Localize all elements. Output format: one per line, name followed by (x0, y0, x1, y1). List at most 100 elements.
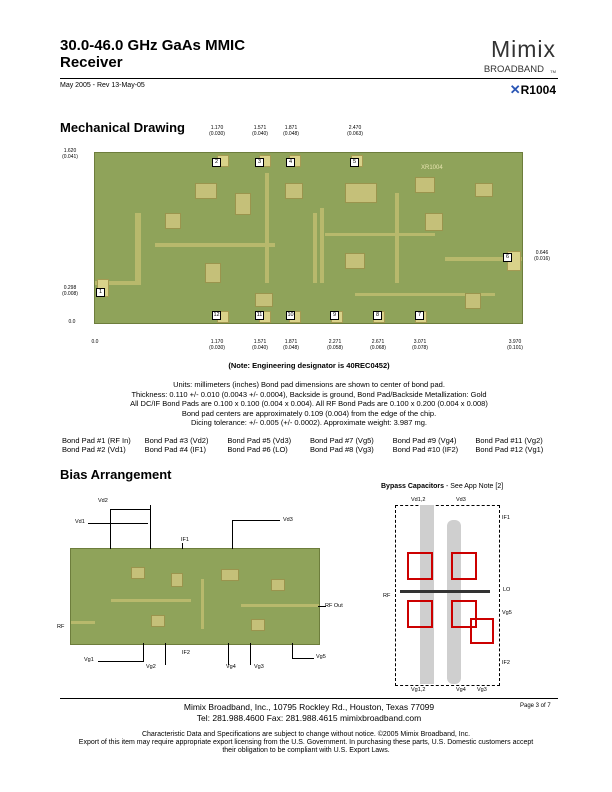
bias-label-if2: IF2 (182, 650, 190, 656)
bypass-label-vg3: Vg3 (477, 687, 487, 693)
bypass-label-vg4: Vg4 (456, 687, 466, 693)
bias-label-vg1: Vg1 (84, 657, 94, 663)
document-title: 30.0-46.0 GHz GaAs MMIC Receiver (60, 37, 360, 71)
logo-trademark: TM (550, 69, 556, 74)
chip-die-photo: XR1004 (94, 152, 523, 324)
bond-pad-entry: Bond Pad #5 (Vd3) (227, 436, 292, 445)
dim-top-3: 1.871(0.048) (283, 125, 299, 137)
bypass-label-vd12: Vd1,2 (411, 497, 426, 503)
pad-number-6: 6 (503, 253, 512, 262)
bias-label-vg3: Vg3 (254, 664, 264, 670)
bond-pad-entry: Bond Pad #4 (IF1) (144, 445, 206, 454)
dim-bottom-4: 2.271(0.058) (327, 339, 343, 351)
legal-line: Export of this item may require appropri… (78, 739, 534, 746)
pad-number-1: 1 (96, 288, 105, 297)
bypass-label-rf: RF (383, 593, 391, 599)
bypass-label-vd3: Vd3 (456, 497, 466, 503)
engineering-note: (Note: Engineering designator is 40REC04… (228, 361, 390, 370)
dim-left-zero: 0.0 (68, 319, 76, 325)
bias-label-rf: RF (57, 624, 65, 630)
bond-pad-entry: Bond Pad #6 (LO) (227, 445, 288, 454)
part-number-text: R1004 (520, 83, 556, 97)
header-rule (60, 78, 558, 79)
bypass-capacitor (451, 552, 477, 580)
pad-number-12: 12 (212, 311, 221, 320)
bias-label-vg5: Vg5 (316, 654, 326, 660)
bypass-label-lo: LO (503, 587, 511, 593)
dim-bottom-1: 1.170(0.030) (209, 339, 225, 351)
spec-line: Thickness: 0.110 +/- 0.010 (0.0043 +/- 0… (131, 389, 487, 399)
bias-heading: Bias Arrangement (60, 467, 172, 482)
title-line-2: Receiver (60, 54, 123, 71)
bypass-label-vg12: Vg1,2 (411, 687, 426, 693)
bond-pad-entry: Bond Pad #2 (Vd1) (62, 445, 126, 454)
dim-bottom-6: 3.071(0.078) (412, 339, 428, 351)
footer-legal: Characteristic Data and Specifications a… (40, 731, 572, 755)
dim-top-1: 1.170(0.030) (209, 125, 225, 137)
bypass-bond-wire-band (420, 505, 434, 684)
bond-pad-entry: Bond Pad #1 (RF In) (62, 436, 131, 445)
bias-label-vg2: Vg2 (146, 664, 156, 670)
bond-pad-entry: Bond Pad #7 (Vg5) (309, 436, 374, 445)
bypass-label-if2: IF2 (502, 660, 510, 666)
page-number: Page 3 of 7 (520, 703, 551, 709)
chip-marking: XR1004 (421, 165, 443, 171)
bias-label-vd1: Vd1 (75, 519, 85, 525)
bypass-capacitor (451, 600, 477, 628)
footer-rule (60, 698, 558, 699)
dim-bottom-5: 2.671(0.068) (370, 339, 386, 351)
spec-line: Dicing tolerance: +/- 0.005 (+/- 0.0002)… (191, 418, 427, 427)
spec-line: Units: millimeters (inches) Bond pad dim… (173, 380, 445, 389)
pad-number-4: 4 (286, 158, 295, 167)
bypass-die-outline (395, 505, 500, 686)
mechanical-heading: Mechanical Drawing (60, 120, 185, 135)
pad-number-10: 10 (286, 311, 295, 320)
pad-number-5: 5 (350, 158, 359, 167)
dim-left-top: 1.620(0.041) (62, 148, 78, 160)
bond-pad-entry: Bond Pad #12 (Vg1) (475, 445, 544, 454)
legal-line: their obligation to be compliant with U.… (222, 747, 390, 754)
revision-date: May 2005 - Rev 13-May-05 (60, 82, 145, 89)
footer-contact-line: Tel: 281.988.4600 Fax: 281.988.4615 mimi… (196, 713, 422, 723)
footer-address: Mimix Broadband, Inc., 10795 Rockley Rd.… (60, 702, 558, 724)
bypass-label-if1: IF1 (502, 515, 510, 521)
bond-pad-entry: Bond Pad #3 (Vd2) (144, 436, 209, 445)
bypass-label-vg5: Vg5 (502, 610, 512, 616)
dim-bottom-7: 3.970(0.101) (507, 339, 523, 351)
bypass-subtitle: - See App Note [2] (444, 483, 504, 490)
bond-pad-entry: Bond Pad #10 (IF2) (392, 445, 459, 454)
bypass-title: Bypass Capacitors - See App Note [2] (381, 483, 503, 490)
dim-left-mid: 0.298(0.008) (62, 285, 78, 297)
bias-label-vd2: Vd2 (98, 498, 108, 504)
x-mark-icon: ✕ (509, 82, 521, 97)
logo-subtitle: BROADBAND (483, 64, 544, 75)
dim-bottom-2: 1.571(0.040) (252, 339, 268, 351)
spec-block: Units: millimeters (inches) Bond pad dim… (60, 380, 558, 428)
spec-line: Bond pad centers are approximately 0.109… (181, 408, 437, 418)
dim-top-2: 1.571(0.040) (252, 125, 268, 137)
dim-top-4: 2.470(0.063) (347, 125, 363, 137)
bypass-capacitor (407, 600, 433, 628)
dim-right: 0.646(0.016) (534, 250, 550, 262)
footer-address-line: Mimix Broadband, Inc., 10795 Rockley Rd.… (183, 702, 435, 712)
legal-line: Characteristic Data and Specifications a… (141, 731, 471, 738)
spec-line: All DC/IF Bond Pads are 0.100 x 0.100 (0… (130, 399, 488, 408)
bond-pad-entry: Bond Pad #8 (Vg3) (309, 445, 374, 454)
mimix-logo: Mimix BROADBAND TM ✕R1004 (448, 36, 558, 106)
bias-label-vd3: Vd3 (283, 517, 293, 523)
pad-number-9: 9 (330, 311, 339, 320)
bypass-title-text: Bypass Capacitors (381, 483, 445, 490)
bond-pad-entry: Bond Pad #9 (Vg4) (392, 436, 457, 445)
dim-bottom-3: 1.871(0.048) (283, 339, 299, 351)
bond-pad-entry: Bond Pad #11 (Vg2) (475, 436, 543, 445)
pad-number-2: 2 (212, 158, 221, 167)
pad-number-3: 3 (255, 158, 264, 167)
bias-label-if1: IF1 (181, 537, 189, 543)
bias-chip-photo (70, 548, 320, 645)
dim-bottom-0: 0.0 (91, 339, 99, 345)
pad-number-11: 11 (255, 311, 264, 320)
bias-label-vg4: Vg4 (226, 664, 236, 670)
pad-number-7: 7 (415, 311, 424, 320)
pad-number-8: 8 (373, 311, 382, 320)
part-number: ✕R1004 (510, 82, 556, 98)
